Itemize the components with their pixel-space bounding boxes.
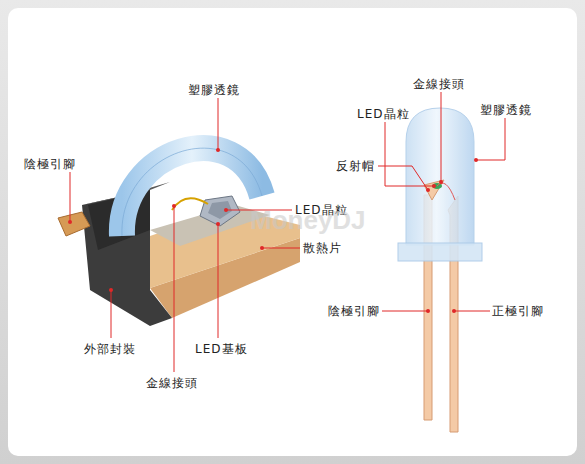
leader-line (174, 206, 175, 372)
bond-wire (437, 183, 455, 200)
leader-lines (70, 92, 505, 372)
leader-line (378, 166, 428, 190)
panel (8, 8, 577, 456)
leader-dot (68, 220, 72, 224)
leader-line (70, 172, 71, 222)
leader-dot (452, 309, 456, 313)
part-label: 金線接頭 (146, 376, 198, 390)
lens-edge (122, 148, 262, 236)
through-hole-led (398, 108, 482, 432)
watermark: MoneyDJ (250, 205, 366, 236)
part-label: 正極引腳 (492, 304, 544, 318)
cathode-lead (58, 212, 90, 236)
led-die (200, 196, 240, 226)
leader-dot (260, 246, 264, 250)
led-flange (398, 243, 482, 261)
part-label: 陰極引腳 (328, 304, 380, 318)
leader-dot (426, 188, 430, 192)
leader-dot (474, 158, 478, 162)
leader-line (441, 92, 442, 182)
reflector-cup (424, 180, 444, 200)
leader-line (218, 224, 219, 338)
leader-dot (216, 148, 220, 152)
part-label: 塑膠透鏡 (188, 83, 240, 97)
part-label: 塑膠透鏡 (480, 103, 532, 117)
leader-dots (68, 148, 478, 313)
part-label: 散熱片 (303, 241, 342, 255)
leader-dot (216, 222, 220, 226)
leader-dot (432, 184, 436, 188)
leader-line (385, 122, 434, 186)
part-label: 外部封裝 (84, 342, 136, 356)
leader-dot (439, 180, 443, 184)
leader-dot (172, 204, 176, 208)
leader-line (454, 311, 490, 312)
gold-wire (172, 198, 208, 210)
part-label: 反射帽 (336, 159, 375, 173)
part-label: LED基板 (195, 342, 248, 356)
leader-line (476, 118, 505, 160)
part-label: LED晶粒 (357, 107, 410, 121)
part-label: 陰極引腳 (24, 157, 76, 171)
led-body (406, 108, 474, 245)
leader-line (111, 290, 112, 338)
part-label: 金線接頭 (413, 77, 465, 91)
leader-line (382, 311, 428, 312)
leader-dot (426, 309, 430, 313)
leader-dot (109, 288, 113, 292)
leader-line (262, 248, 300, 249)
leader-line (218, 98, 219, 150)
lens (122, 148, 262, 236)
leader-dot (224, 208, 228, 212)
smd-led (58, 148, 300, 326)
